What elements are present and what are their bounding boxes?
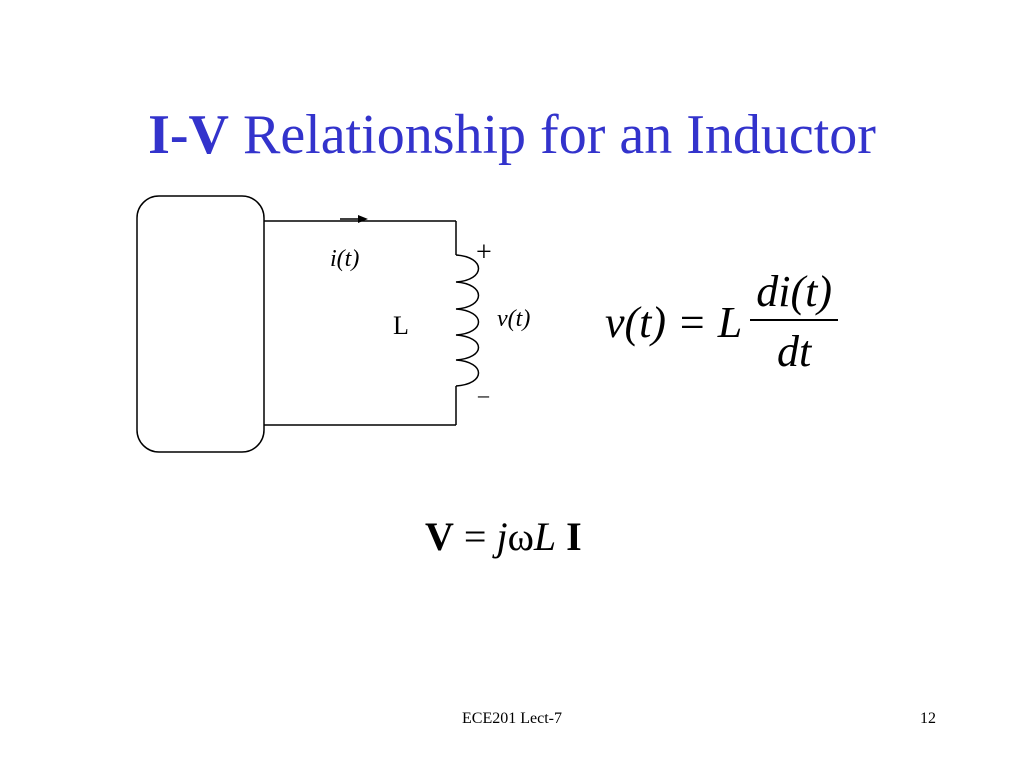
equation-fraction: di(t) dt: [750, 268, 838, 376]
source-box: [136, 195, 265, 453]
phasor-i: I: [556, 514, 582, 559]
slide-title: I-V Relationship for an Inductor: [0, 100, 1024, 170]
phasor-l: L: [533, 514, 557, 559]
footer-course: ECE201 Lect-7: [462, 710, 562, 727]
phasor-omega: ω: [507, 514, 534, 559]
plus-terminal-label: +: [476, 237, 492, 268]
phasor-v: V: [425, 514, 454, 559]
minus-terminal-label: –: [478, 382, 489, 407]
phasor-j: j: [496, 514, 508, 559]
equation-lhs: v(t) = L: [605, 297, 743, 347]
fraction-numerator: di(t): [750, 268, 838, 321]
phasor-equation: V = jωL I: [425, 517, 582, 557]
inductor-label: L: [393, 311, 409, 340]
current-label: i(t): [330, 246, 360, 272]
derivative-equation: v(t) = L di(t) dt: [605, 262, 838, 382]
voltage-label: v(t): [497, 306, 531, 332]
current-arrow-head: [358, 215, 368, 223]
title-iv: I-V: [148, 104, 229, 166]
fraction-denominator: dt: [777, 327, 812, 376]
inductor-coil: [455, 254, 480, 387]
footer-page-number: 12: [920, 710, 936, 727]
phasor-equals: =: [453, 514, 497, 559]
title-rest: Relationship for an Inductor: [228, 104, 876, 166]
